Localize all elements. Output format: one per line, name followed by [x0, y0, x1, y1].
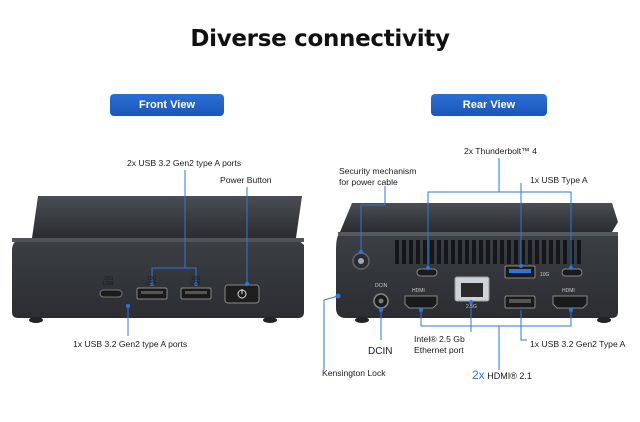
callout-thunderbolt: 2x Thunderbolt™ 4	[464, 146, 537, 156]
front-port-mark-usb-1: USB	[103, 281, 114, 287]
front-view-label: Front View	[110, 94, 224, 116]
front-device	[12, 196, 304, 323]
callout-hdmi: 2x HDMI® 2.1	[472, 368, 532, 382]
rear-view-label: Rear View	[431, 94, 547, 116]
thunderbolt-port-2	[561, 268, 583, 277]
rear-port-mark-lan: 2.5G	[466, 304, 477, 310]
rear-device	[336, 203, 618, 323]
callout-usb-type-a: 1x USB Type A	[530, 175, 588, 185]
callout-dcin: DCIN	[368, 346, 393, 357]
callout-ethernet-line1: Intel® 2.5 Gb	[414, 334, 465, 344]
rear-port-mark-hdmi-1: HDMI	[412, 288, 425, 294]
front-port-mark-usb-3: USB	[190, 281, 201, 287]
front-port-mark-10g-1: 10G	[147, 276, 157, 282]
callout-security-line2: for power cable	[339, 177, 398, 187]
page-title: Diverse connectivity	[190, 26, 450, 52]
callout-security-line1: Security mechanism	[339, 166, 417, 176]
rear-port-mark-dcin: DCIN	[375, 283, 388, 289]
callout-usb-gen2: 1x USB 3.2 Gen2 Type A	[530, 339, 626, 349]
callout-front-usb-bottom: 1x USB 3.2 Gen2 type A ports	[73, 339, 188, 349]
callout-power-button: Power Button	[220, 175, 272, 185]
callout-kensington: Kensington Lock	[322, 368, 386, 378]
front-port-mark-20g: 20G	[104, 276, 114, 282]
rear-port-mark-10g: 10G	[540, 272, 550, 278]
front-port-mark-10g-2: 10G	[191, 276, 201, 282]
hdmi-port-1	[404, 295, 438, 309]
callout-ethernet-line2: Ethernet port	[414, 345, 464, 355]
callout-hdmi-count: 2x	[472, 368, 485, 382]
hdmi-port-2	[552, 295, 588, 309]
thunderbolt-port-1	[416, 268, 438, 277]
rear-port-mark-hdmi-2: HDMI	[562, 288, 575, 294]
front-usb-c-port	[99, 289, 123, 298]
front-port-mark-usb-2: USB	[146, 281, 157, 287]
callout-hdmi-name: HDMI® 2.1	[487, 371, 532, 381]
callout-front-usb-a: 2x USB 3.2 Gen2 type A ports	[127, 158, 242, 168]
